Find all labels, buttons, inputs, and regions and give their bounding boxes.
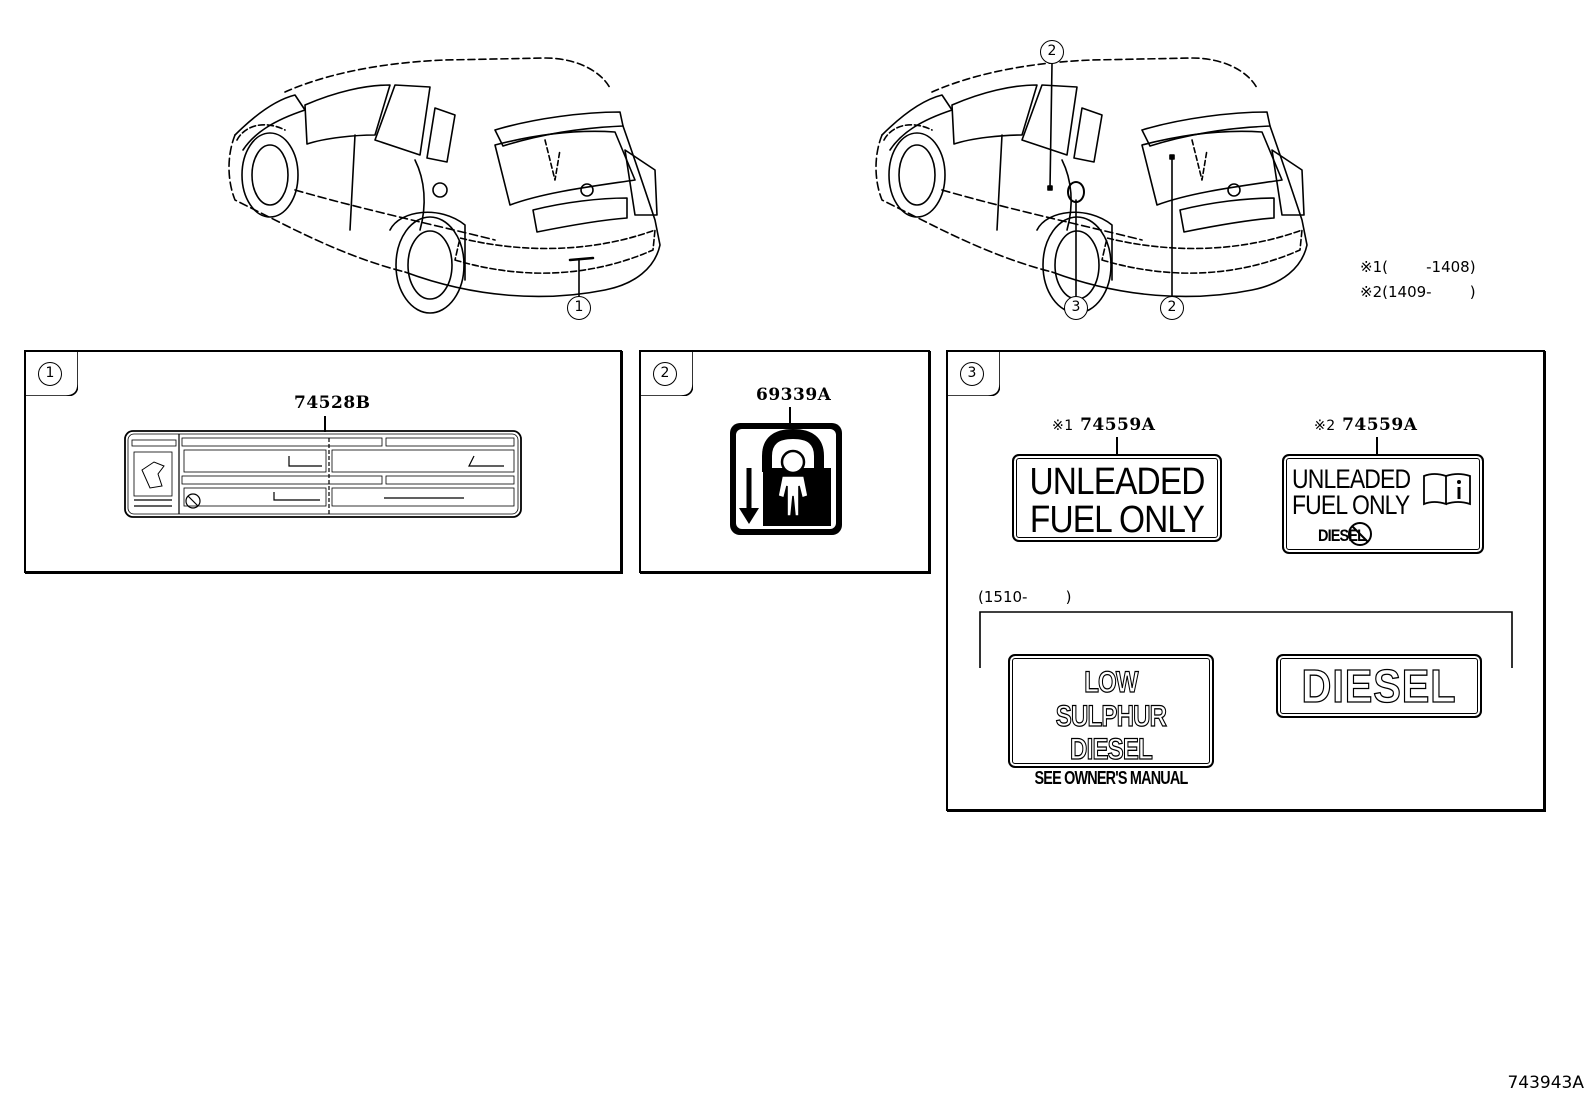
callout-2-bottom: 2 (1160, 296, 1184, 320)
panel-3-badge: 3 (960, 362, 984, 386)
panel-2-part-number: 69339A (756, 385, 832, 405)
panel-2-child-lock-label: 2 69339A (639, 350, 930, 573)
note-2: ※2(1409- ) (1360, 283, 1476, 301)
unleaded-fuel-only-decal-1: UNLEADED FUEL ONLY (1012, 454, 1222, 542)
callout-1-car1: 1 (567, 296, 591, 320)
unleaded-line-2: UNLEADED (1292, 464, 1411, 494)
note-2-range: (1409- ) (1382, 283, 1476, 301)
range-bracket (979, 611, 1513, 668)
manual-book-icon (1423, 473, 1471, 506)
panel-1-part-number: 74528B (294, 393, 371, 413)
panel-2-badge: 2 (653, 362, 677, 386)
low-sulphur-text: LOW SULPHUR (1055, 665, 1167, 733)
prohibition-icon (1348, 522, 1372, 546)
diesel-text-large: DIESEL (1301, 660, 1457, 712)
callout-2-top: 2 (1040, 40, 1064, 64)
diagram-id: 743943A (1507, 1073, 1584, 1093)
panel-1-back-door-label: 1 74528B (24, 350, 622, 573)
note-1-mark-ref: ※1 (1052, 418, 1074, 434)
note-2-mark-ref: ※2 (1314, 418, 1336, 434)
note-2-mark: ※2 (1360, 283, 1383, 301)
warning-label-drawing (124, 430, 522, 518)
unleaded-line-1: UNLEADED (1029, 461, 1205, 503)
fuel-only-line-2: FUEL ONLY (1292, 490, 1410, 520)
callout-3-car2: 3 (1064, 296, 1088, 320)
panel-3-fuel-labels: 3 ※1 74559A UNLEADED FUEL ONLY ※2 74559A… (946, 350, 1545, 811)
see-owners-manual-text: SEE OWNER'S MANUAL (1034, 768, 1188, 788)
unleaded-label-1-part-number: ※1 74559A (1052, 415, 1156, 435)
note-1-range: ( -1408) (1382, 258, 1476, 276)
vehicle-rear-view-right (875, 57, 1308, 314)
low-sulphur-diesel-decal: LOW SULPHUR DIESEL SEE OWNER'S MANUAL (1008, 654, 1214, 788)
unleaded-fuel-only-decal-2: UNLEADED FUEL ONLY DIESEL (1282, 454, 1484, 554)
note-1: ※1( -1408) (1360, 258, 1476, 276)
no-diesel-text: DIESEL (1318, 526, 1366, 545)
note-1-mark: ※1 (1360, 258, 1383, 276)
range-label-1510: (1510- ) (978, 588, 1072, 606)
vehicle-rear-view-left (228, 57, 661, 314)
fuel-only-line-1: FUEL ONLY (1029, 499, 1205, 541)
diesel-text-small: DIESEL (1070, 733, 1154, 766)
unleaded-label-2-part-number: ※2 74559A (1314, 415, 1418, 435)
child-lock-icon (730, 423, 842, 535)
panel-1-badge: 1 (38, 362, 62, 386)
diesel-decal: DIESEL (1276, 654, 1482, 718)
